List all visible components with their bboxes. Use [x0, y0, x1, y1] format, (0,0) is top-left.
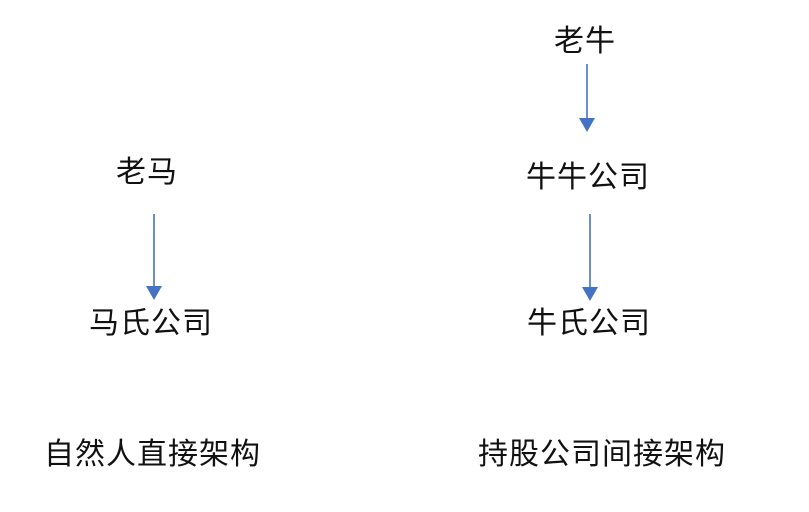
caption-indirect-structure: 持股公司间接架构	[478, 437, 726, 472]
arrowhead-laoma-to-mashi	[146, 286, 162, 300]
node-mashi-company: 马氏公司	[89, 306, 213, 341]
caption-direct-structure: 自然人直接架构	[44, 437, 261, 472]
arrowhead-laoniu-to-niuniu	[579, 118, 595, 132]
node-laoma: 老马	[116, 155, 178, 190]
arrowhead-niuniu-to-niushi	[582, 287, 598, 301]
node-niuniu-company: 牛牛公司	[526, 160, 650, 195]
node-laoniu: 老牛	[554, 24, 616, 59]
node-niushi-company: 牛氏公司	[527, 306, 651, 341]
